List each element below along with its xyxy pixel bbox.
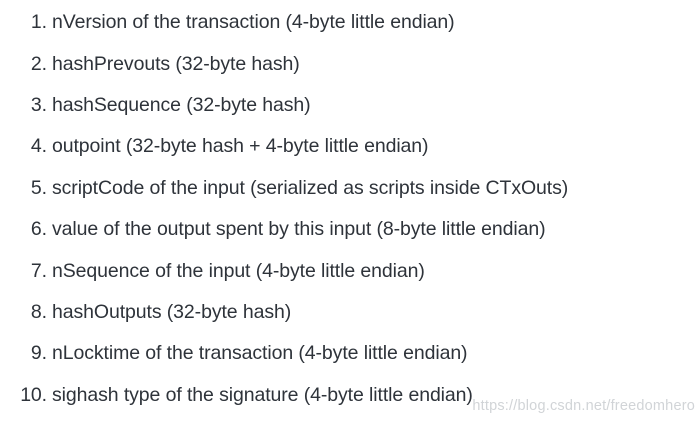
list-item-number: 5.: [30, 176, 47, 199]
list-item-text: scriptCode of the input (serialized as s…: [52, 176, 569, 199]
list-item: 2. hashPrevouts (32-byte hash): [0, 43, 700, 84]
list-item: 5. scriptCode of the input (serialized a…: [0, 168, 700, 209]
list-item-number: 2.: [30, 52, 47, 75]
list-item-text: hashPrevouts (32-byte hash): [52, 52, 300, 75]
list-item: 3. hashSequence (32-byte hash): [0, 85, 700, 126]
list-item: 1. nVersion of the transaction (4-byte l…: [0, 2, 700, 43]
list-item-number: 9.: [30, 342, 47, 365]
list-item-number: 10.: [20, 383, 47, 406]
list-item-number: 8.: [30, 300, 47, 323]
list-item: 7. nSequence of the input (4-byte little…: [0, 250, 700, 291]
list-item: 9. nLocktime of the transaction (4-byte …: [0, 333, 700, 374]
list-item-text: nSequence of the input (4-byte little en…: [52, 259, 425, 282]
list-item: 4. outpoint (32-byte hash + 4-byte littl…: [0, 126, 700, 167]
list-item-text: hashOutputs (32-byte hash): [52, 300, 292, 323]
list-item-text: value of the output spent by this input …: [52, 218, 546, 241]
list-item: 6. value of the output spent by this inp…: [0, 209, 700, 250]
list-item-text: outpoint (32-byte hash + 4-byte little e…: [52, 135, 429, 158]
list-item-number: 3.: [30, 93, 47, 116]
list-item-text: nVersion of the transaction (4-byte litt…: [52, 11, 455, 34]
list-item: 8. hashOutputs (32-byte hash): [0, 292, 700, 333]
list-item: 10. sighash type of the signature (4-byt…: [0, 375, 700, 416]
list-item-number: 7.: [30, 259, 47, 282]
sighash-components-list: 1. nVersion of the transaction (4-byte l…: [0, 2, 700, 416]
list-item-number: 6.: [30, 218, 47, 241]
list-item-number: 4.: [30, 135, 47, 158]
list-item-number: 1.: [30, 11, 47, 34]
list-item-text: sighash type of the signature (4-byte li…: [52, 383, 473, 406]
list-item-text: hashSequence (32-byte hash): [52, 93, 311, 116]
list-item-text: nLocktime of the transaction (4-byte lit…: [52, 342, 468, 365]
